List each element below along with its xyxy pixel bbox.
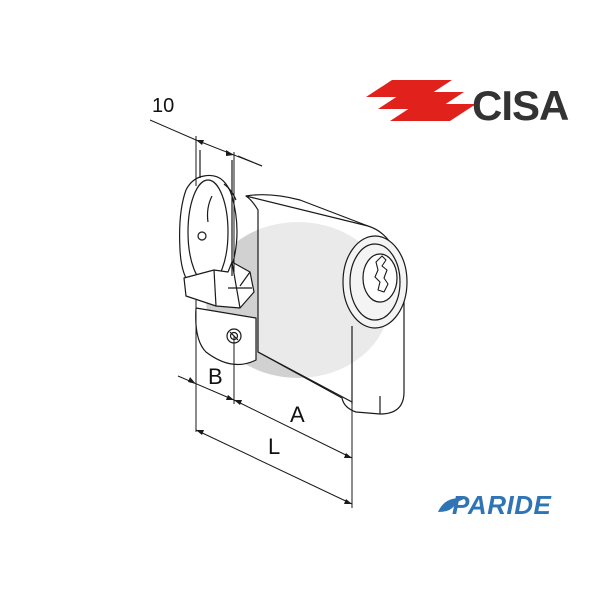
paride-logo-text: PARIDE — [452, 490, 551, 520]
dimension-label-b: B — [208, 364, 223, 389]
dimension-label-l: L — [268, 434, 280, 459]
dim-b-line — [177, 375, 235, 401]
dimension-lines — [149, 119, 353, 508]
dim-l-line — [195, 429, 353, 505]
paride-swoosh-icon — [438, 498, 468, 512]
cisa-stripes-icon — [366, 80, 476, 121]
cisa-logo: CISA — [366, 80, 570, 129]
paride-logo: PARIDE — [438, 490, 551, 520]
half-cylinder-lock-icon — [179, 150, 408, 415]
keyway-slot-icon — [374, 255, 389, 293]
cylinder-lower-body — [195, 307, 257, 366]
dim-10-leader — [149, 119, 197, 141]
cisa-logo-text: CISA — [472, 82, 569, 129]
dimension-label-a: A — [290, 402, 305, 427]
dim-a-line — [233, 399, 353, 459]
dimension-label-10: 10 — [152, 95, 174, 117]
cam-lever — [183, 261, 255, 309]
